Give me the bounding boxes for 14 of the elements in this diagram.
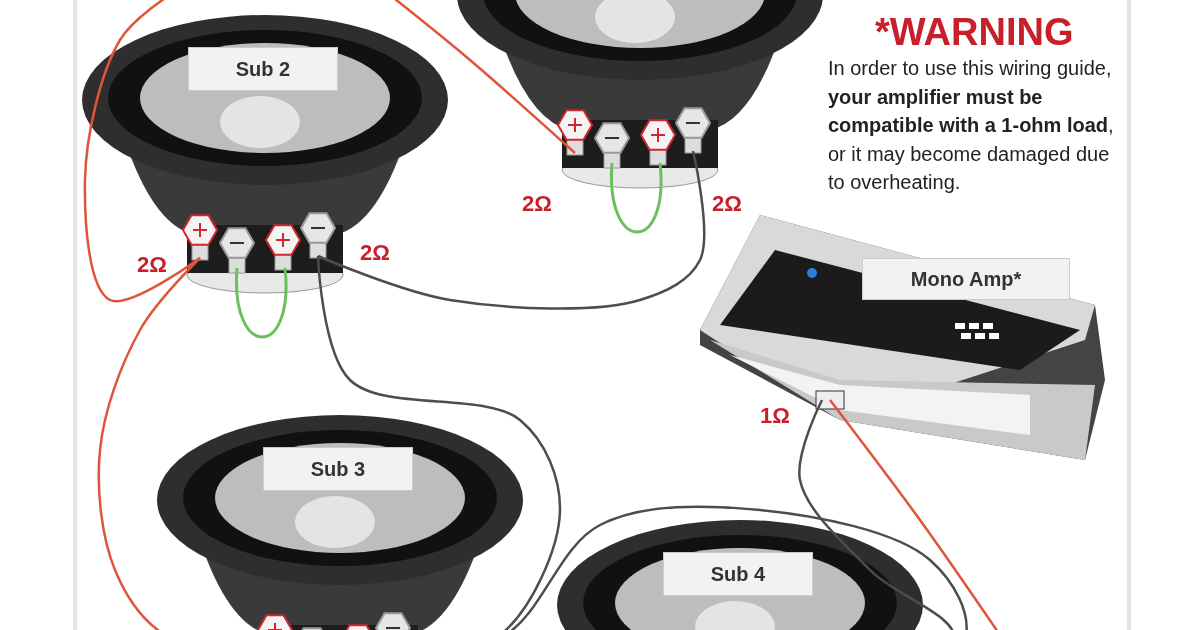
speaker-wire (83, 0, 201, 303)
name-label: Sub 4 (663, 552, 813, 596)
impedance-label: 2Ω (522, 191, 552, 217)
impedance-label: 2Ω (712, 191, 742, 217)
speaker-wire (317, 150, 706, 310)
speaker-wire (316, 255, 562, 630)
impedance-label: 2Ω (360, 240, 390, 266)
warning-text: In order to use this wiring guide, your amplifier must be compatible with a 1-ohm load, or it may become damaged due to overheating. (828, 56, 1115, 195)
impedance-label: 1Ω (760, 403, 790, 429)
name-label: Sub 2 (188, 47, 338, 91)
impedance-label: 2Ω (137, 252, 167, 278)
name-label: Sub 3 (263, 447, 413, 491)
warning-heading: *WARNING (875, 10, 1075, 54)
name-label: Mono Amp* (862, 258, 1070, 300)
